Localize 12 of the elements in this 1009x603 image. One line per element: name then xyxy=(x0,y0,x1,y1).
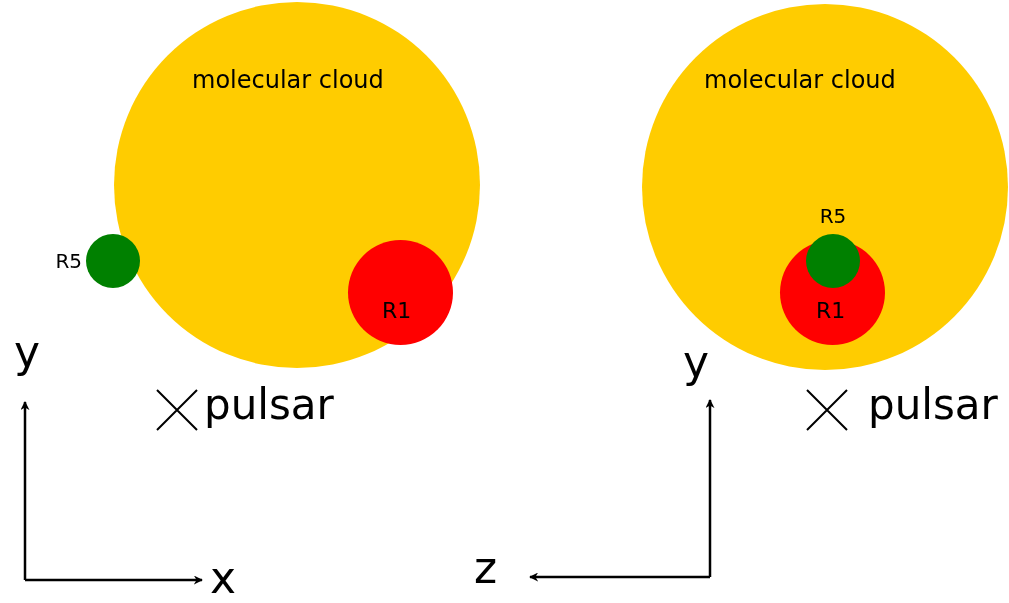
region-label: R5 xyxy=(55,251,82,271)
axis-label: y xyxy=(14,330,41,374)
region-label: R1 xyxy=(382,300,412,322)
region-label: molecular cloud xyxy=(704,68,896,92)
region-label: R5 xyxy=(819,206,847,226)
object-label: pulsar xyxy=(204,384,334,426)
axis-label: z xyxy=(474,546,498,590)
axis-label: y xyxy=(683,340,710,384)
region-label: R1 xyxy=(816,300,846,322)
object-label: pulsar xyxy=(868,384,998,426)
region-label: molecular cloud xyxy=(192,68,384,92)
axis-label: x xyxy=(210,556,237,600)
